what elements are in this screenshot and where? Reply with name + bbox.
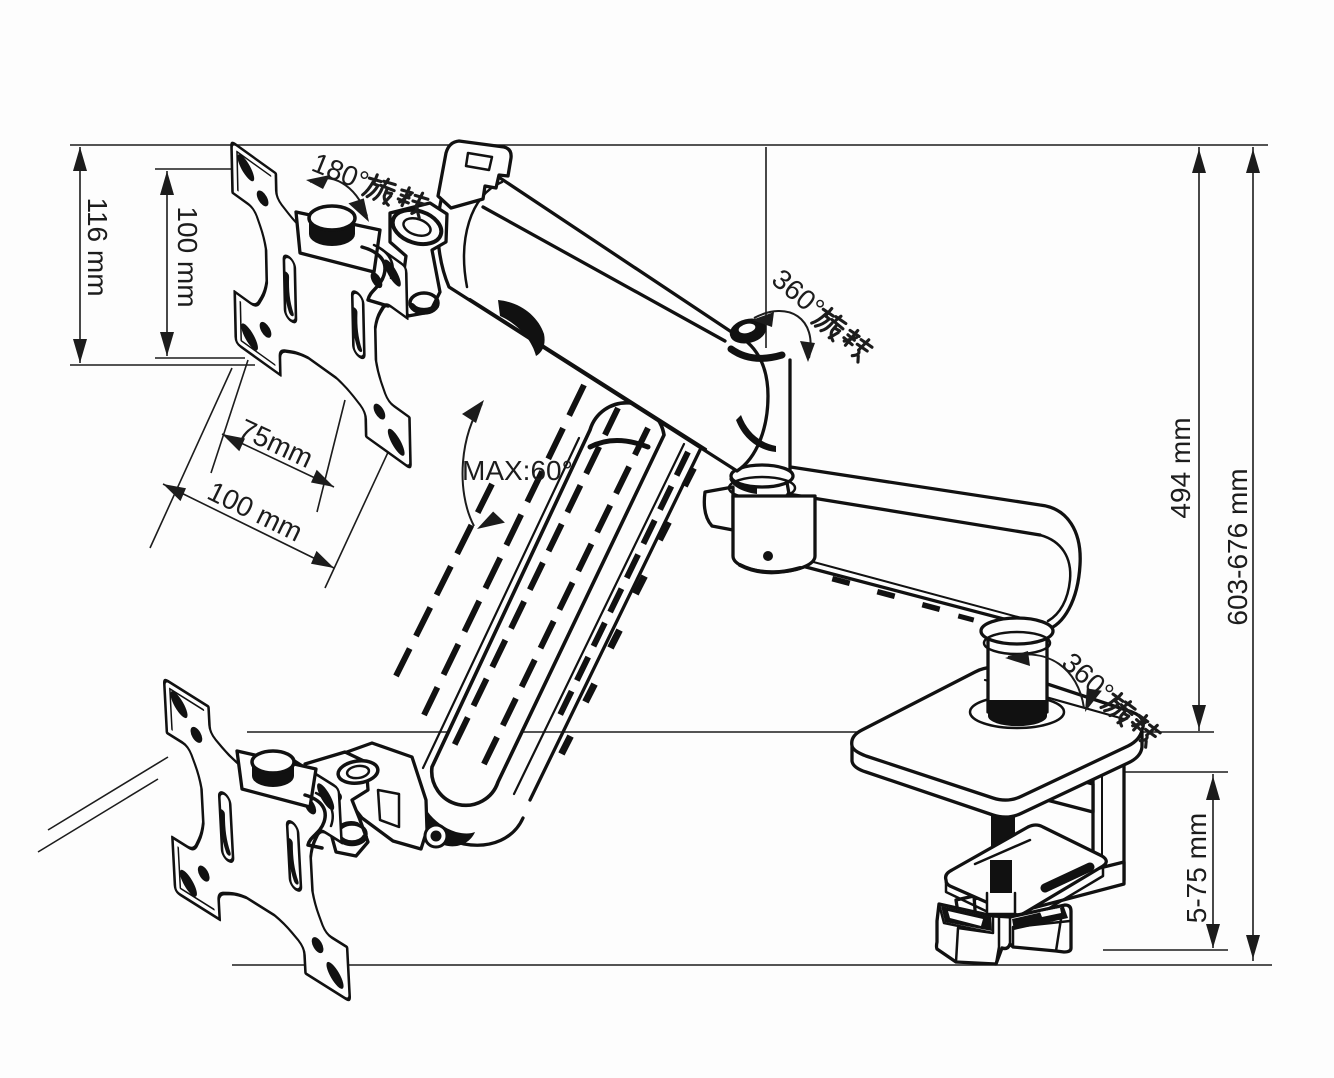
- svg-text:5-75 mm: 5-75 mm: [1181, 813, 1212, 923]
- svg-text:494 mm: 494 mm: [1165, 417, 1196, 518]
- svg-text:116 mm: 116 mm: [82, 197, 113, 296]
- svg-text:100 mm: 100 mm: [172, 206, 203, 307]
- svg-text:603-676 mm: 603-676 mm: [1222, 468, 1253, 625]
- svg-text:MAX:60°: MAX:60°: [462, 455, 573, 486]
